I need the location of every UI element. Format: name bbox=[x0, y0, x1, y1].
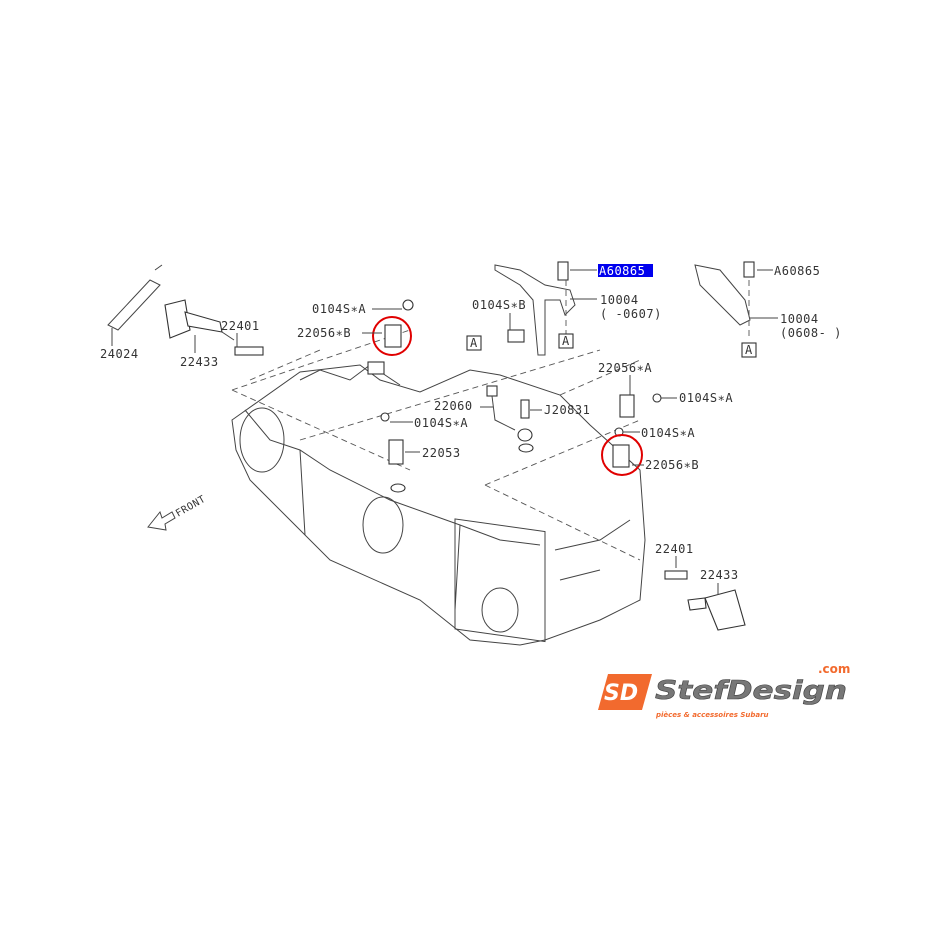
logo-tagline: pièces & accessoires Subaru bbox=[655, 711, 769, 719]
part-label-22401-right: 22401 bbox=[655, 542, 694, 556]
cam-sensor-right bbox=[601, 393, 662, 476]
highlight-box bbox=[598, 264, 653, 277]
part-label-0104s-a-mid: 0104S∗A bbox=[414, 416, 468, 430]
engine-block bbox=[231, 329, 646, 646]
bracket-10004-early bbox=[494, 261, 576, 356]
part-label-a60865-highlight[interactable]: A60865 bbox=[599, 264, 645, 278]
bracket-10004-late bbox=[694, 261, 755, 340]
logo-brand: StefDesign bbox=[655, 676, 847, 706]
part-label-10004-b-range: (0608- ) bbox=[780, 326, 842, 340]
part-label-10004-a: 10004 bbox=[600, 293, 639, 307]
part-label-22056-b-right: 22056∗B bbox=[645, 458, 699, 472]
ref-box-a-1 bbox=[466, 335, 482, 351]
part-label-a60865-right: A60865 bbox=[774, 264, 820, 278]
front-label: FRONT bbox=[174, 494, 208, 520]
part-label-22433-right: 22433 bbox=[700, 568, 739, 582]
part-label-22056-b-left: 22056∗B bbox=[297, 326, 351, 340]
highlight-circle-left bbox=[372, 316, 412, 356]
part-label-22401-left: 22401 bbox=[221, 319, 260, 333]
ref-box-a-2 bbox=[558, 333, 574, 349]
stefdesign-logo: SD StefDesign .com pièces & accessoires … bbox=[598, 662, 850, 719]
part-label-22056-a: 22056∗A bbox=[598, 361, 652, 375]
part-label-24024: 24024 bbox=[100, 347, 139, 361]
logo-domain: .com bbox=[818, 662, 850, 676]
part-label-0104s-b: 0104S∗B bbox=[472, 298, 526, 312]
part-label-22060: 22060 bbox=[434, 399, 473, 413]
cam-sensor-left bbox=[367, 299, 414, 375]
ref-a-1: A bbox=[470, 336, 478, 350]
ref-box-a-3 bbox=[741, 342, 757, 358]
highlight-circle-right bbox=[601, 434, 643, 476]
ignition-coil-left bbox=[107, 264, 223, 353]
part-label-22433-left: 22433 bbox=[180, 355, 219, 369]
part-label-10004-b: 10004 bbox=[780, 312, 819, 326]
part-label-22053: 22053 bbox=[422, 446, 461, 460]
ref-a-2: A bbox=[562, 334, 570, 348]
ignition-coil-right bbox=[664, 570, 746, 631]
part-label-0104s-a-r1: 0104S∗A bbox=[679, 391, 733, 405]
part-label-0104s-a-top: 0104S∗A bbox=[312, 302, 366, 316]
front-arrow-icon bbox=[147, 510, 176, 531]
part-label-10004-a-range: ( -0607) bbox=[600, 307, 662, 321]
leader-lines bbox=[221, 269, 778, 595]
logo-monogram: SD bbox=[604, 681, 638, 706]
knock-sensor bbox=[486, 385, 534, 453]
crank-sensor bbox=[380, 412, 406, 493]
part-label-0104s-a-r2: 0104S∗A bbox=[641, 426, 695, 440]
spark-plug-left bbox=[234, 333, 264, 356]
part-label-j20831: J20831 bbox=[544, 403, 590, 417]
ref-a-3: A bbox=[745, 343, 753, 357]
